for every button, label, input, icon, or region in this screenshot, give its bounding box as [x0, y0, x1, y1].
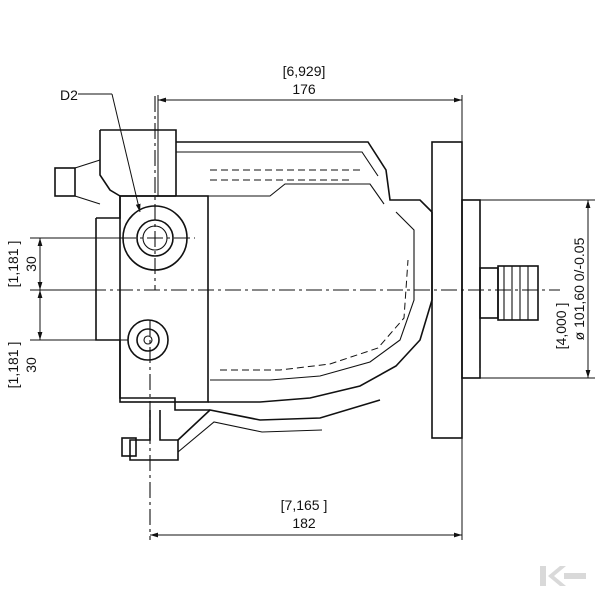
centre-lines	[36, 96, 560, 540]
port-d2-label: D2	[60, 87, 78, 103]
top-dim-inch: [6,929]	[283, 63, 326, 79]
right-dim-mm: ø 101,60 0/-0.05	[571, 237, 587, 340]
left-lower-dim-inch: [1,181 ]	[5, 342, 21, 389]
bottom-dim-mm: 182	[292, 515, 316, 531]
right-dim-inch: [4,000 ]	[553, 303, 569, 350]
left-lower-dim-mm: 30	[23, 357, 39, 373]
left-upper-dim-mm: 30	[23, 256, 39, 272]
left-upper-dim-inch: [1,181 ]	[5, 241, 21, 288]
top-dim-mm: 176	[292, 81, 316, 97]
pump-body	[54, 129, 539, 461]
bottom-dim-inch: [7,165 ]	[281, 497, 328, 513]
brand-watermark-icon	[540, 566, 586, 586]
dimension-lines	[30, 93, 595, 540]
